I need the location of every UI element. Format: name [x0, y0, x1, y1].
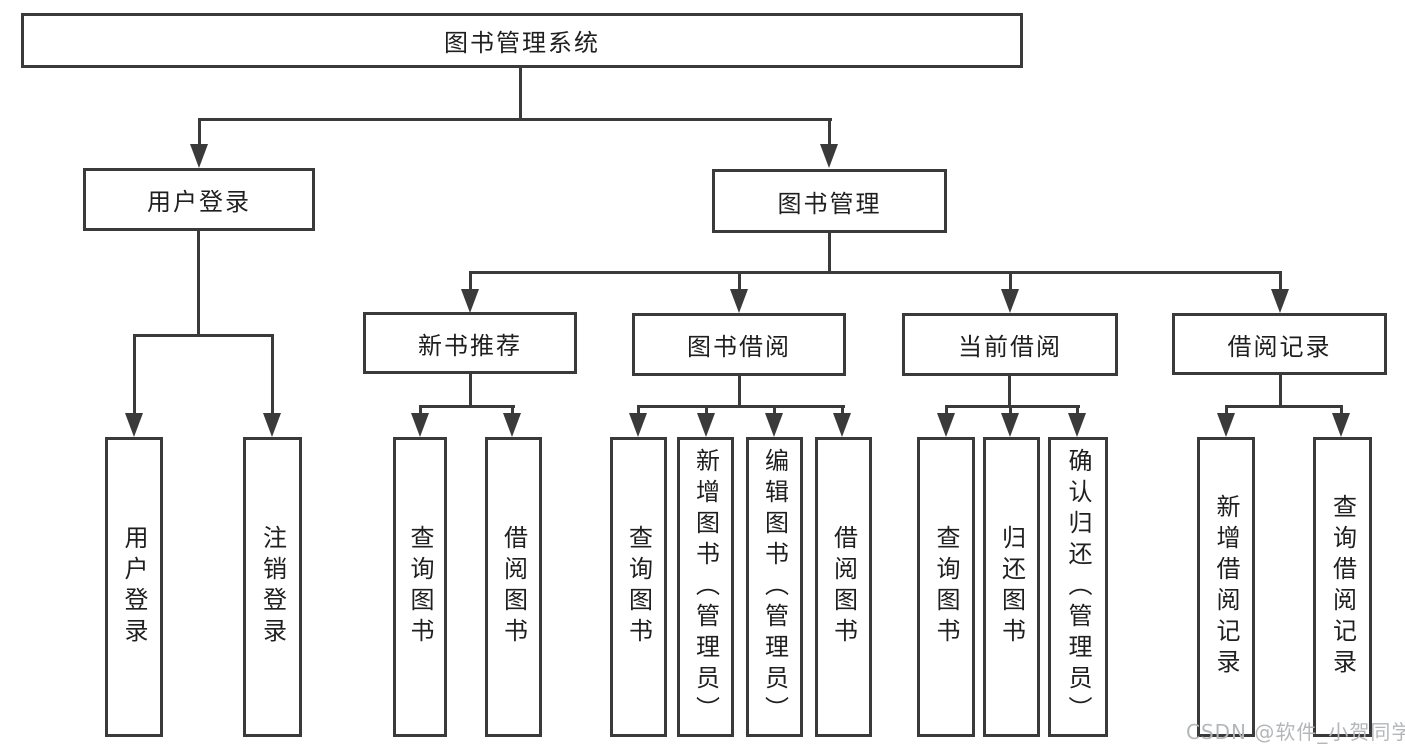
connector-stub — [469, 374, 472, 408]
connector-arrow-shaft — [271, 334, 274, 414]
leaf-return-books: 归还图书 — [983, 437, 1040, 737]
connector-arrow-shaft — [945, 405, 948, 417]
arrow-down-icon — [1217, 413, 1235, 437]
connector-arrow-shaft — [1279, 271, 1282, 291]
leaf-query-borrow-record: 查询借阅记录 — [1313, 437, 1372, 737]
connector-arrow-shaft — [1009, 271, 1012, 291]
leaf-add-borrow-record: 新增借阅记录 — [1197, 437, 1255, 737]
arrow-down-icon — [503, 413, 521, 437]
node-borrowing-records: 借阅记录 — [1172, 313, 1387, 375]
leaf-edit-books-admin: 编辑图书（管理员） — [746, 437, 803, 737]
connector-userlogin-branch — [133, 334, 274, 337]
connector-stub — [1279, 375, 1282, 408]
connector-branch — [637, 405, 845, 408]
connector-arrow-shaft — [637, 405, 640, 417]
connector-bookmgmt-stub — [828, 233, 831, 273]
node-book-borrowing: 图书借阅 — [632, 313, 846, 376]
connector-branch — [1225, 405, 1343, 408]
connector-branch — [945, 405, 1080, 408]
arrow-down-icon — [1068, 413, 1086, 437]
connector-arrow-shaft — [841, 405, 844, 417]
arrow-down-icon — [1001, 289, 1019, 313]
connector-stub — [738, 376, 741, 408]
arrow-down-icon — [461, 289, 479, 313]
arrow-down-icon — [1271, 289, 1289, 313]
connector-userlogin-stub — [197, 231, 200, 336]
leaf-logout: 注销登录 — [243, 437, 302, 737]
connector-arrow-shaft — [198, 118, 201, 148]
arrow-down-icon — [629, 413, 647, 437]
leaf-borrow-books: 借阅图书 — [815, 437, 872, 737]
connector-arrow-shaft — [705, 405, 708, 417]
node-current-borrowing: 当前借阅 — [902, 313, 1118, 376]
arrow-down-icon — [820, 144, 838, 168]
connector-arrow-shaft — [828, 118, 831, 148]
connector-arrow-shaft — [469, 271, 472, 291]
leaf-query-books-recommend: 查询图书 — [393, 437, 447, 737]
arrow-down-icon — [263, 413, 281, 437]
arrow-down-icon — [697, 413, 715, 437]
node-new-book-recommendation: 新书推荐 — [363, 312, 577, 374]
leaf-borrow-books-recommend: 借阅图书 — [485, 437, 542, 737]
connector-bookmgmt-branch — [469, 271, 1282, 274]
arrow-down-icon — [833, 413, 851, 437]
connector-arrow-shaft — [1225, 405, 1228, 417]
connector-arrow-shaft — [133, 334, 136, 414]
node-user-login: 用户登录 — [83, 168, 315, 231]
connector-arrow-shaft — [511, 405, 514, 417]
node-library-management-system: 图书管理系统 — [21, 13, 1023, 68]
arrow-down-icon — [1001, 413, 1019, 437]
connector-arrow-shaft — [773, 405, 776, 417]
arrow-down-icon — [125, 413, 143, 437]
connector-arrow-shaft — [738, 271, 741, 291]
connector-root-branch — [198, 118, 832, 121]
connector-arrow-shaft — [419, 405, 422, 417]
arrow-down-icon — [937, 413, 955, 437]
connector-branch — [419, 405, 515, 408]
arrow-down-icon — [1332, 413, 1350, 437]
arrow-down-icon — [765, 413, 783, 437]
leaf-query-books-borrowing: 查询图书 — [610, 437, 667, 737]
arrow-down-icon — [411, 413, 429, 437]
node-book-management: 图书管理 — [712, 169, 947, 233]
connector-stub — [1008, 376, 1011, 408]
leaf-confirm-return-admin: 确认归还（管理员） — [1048, 437, 1108, 737]
connector-arrow-shaft — [1009, 405, 1012, 417]
connector-arrow-shaft — [1340, 405, 1343, 417]
arrow-down-icon — [190, 144, 208, 168]
arrow-down-icon — [730, 289, 748, 313]
leaf-add-books-admin: 新增图书（管理员） — [677, 437, 734, 737]
connector-arrow-shaft — [1076, 405, 1079, 417]
csdn-watermark: CSDN @软件_小贺同学 — [1186, 720, 1405, 744]
connector-root-stub — [519, 68, 522, 119]
leaf-user-login: 用户登录 — [105, 437, 163, 737]
leaf-query-books-current: 查询图书 — [917, 437, 975, 737]
